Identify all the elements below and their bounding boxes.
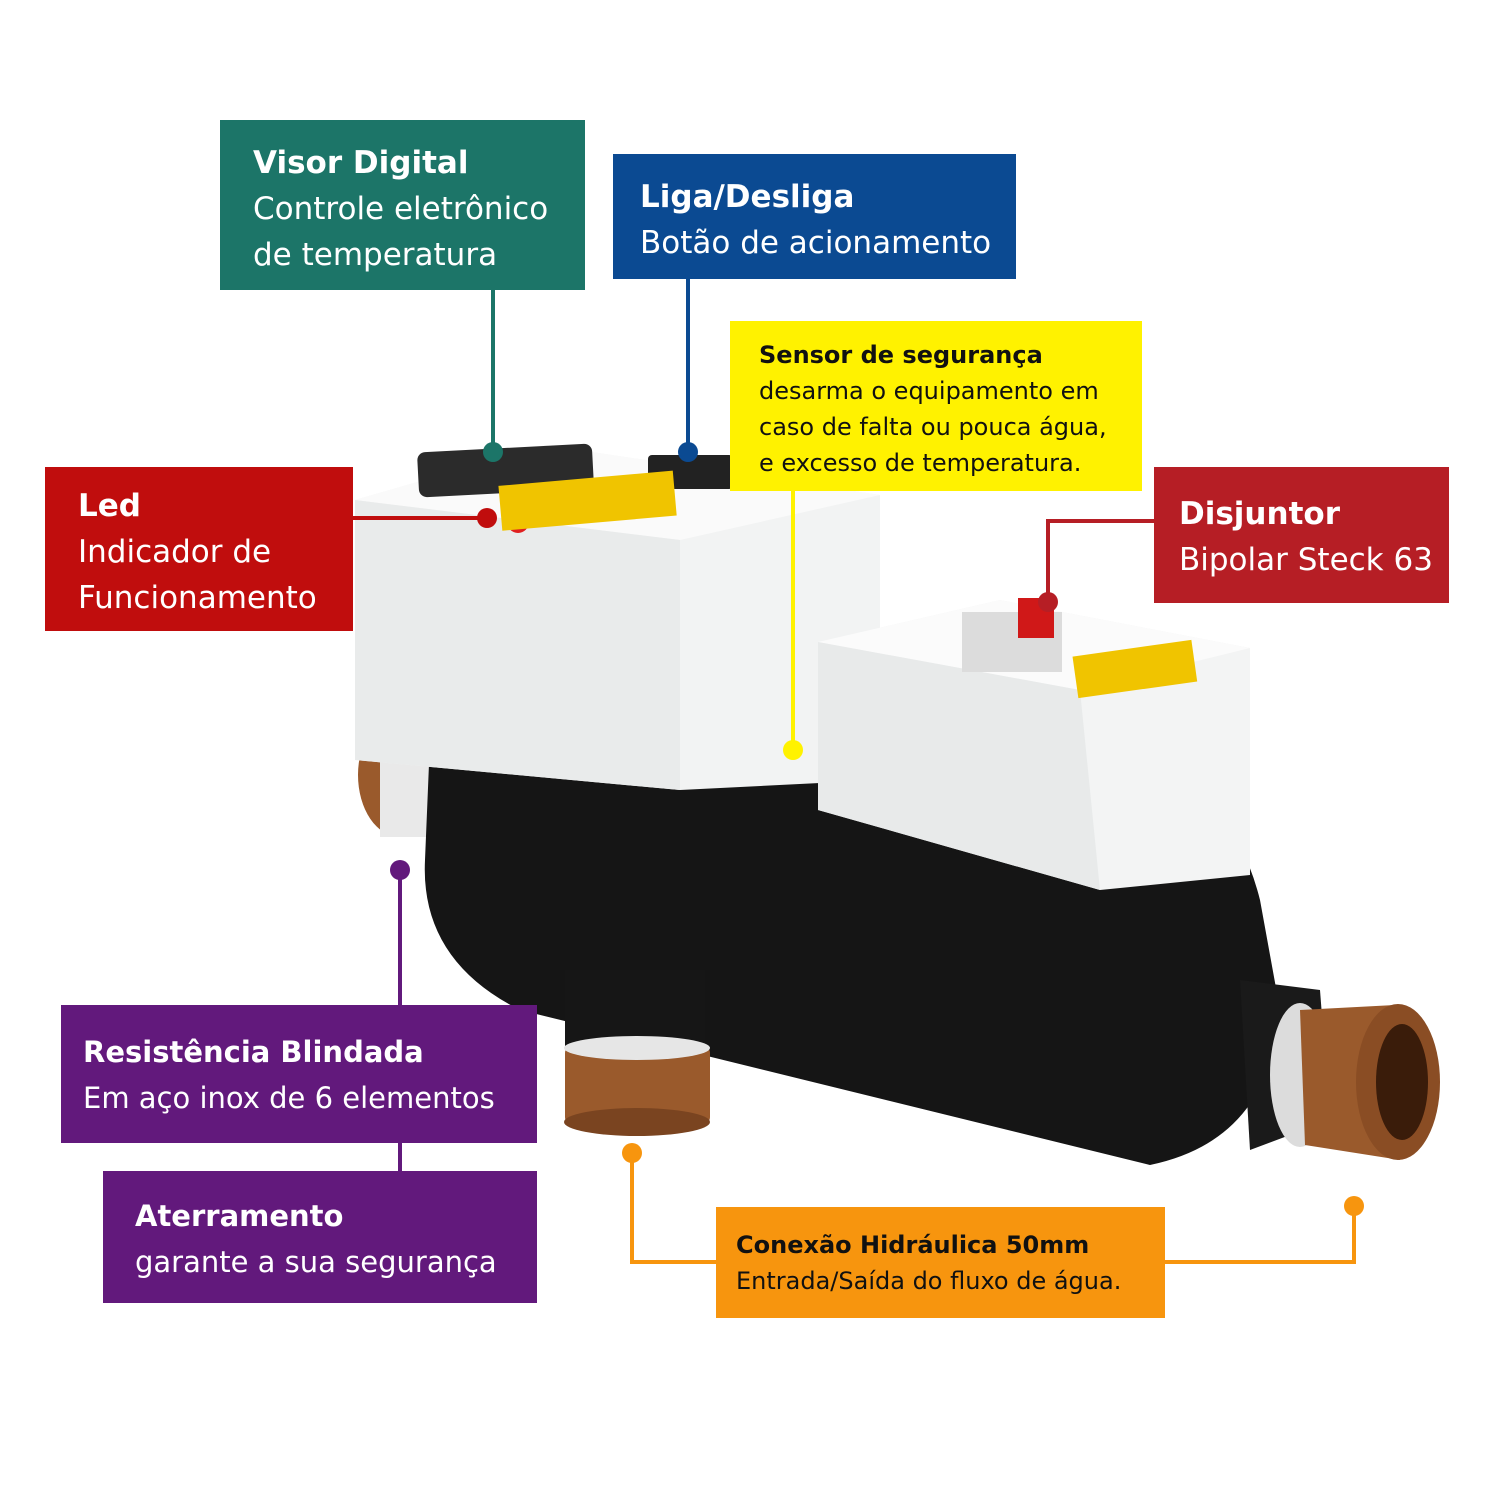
label-description: Em aço inox de 6 elementos (83, 1081, 495, 1115)
label-description: garante a sua segurança (135, 1245, 497, 1279)
breaker-box (818, 598, 1250, 890)
label-description: Indicador de Funcionamento (78, 534, 317, 616)
label-liga-desliga: Liga/Desliga Botão de acionamento (613, 154, 1016, 279)
label-description: Botão de acionamento (640, 225, 992, 261)
label-description: Bipolar Steck 63 (1179, 542, 1433, 578)
liga-leader (678, 279, 698, 462)
bottom-connector (564, 1036, 710, 1136)
right-outlet-connector (1270, 1003, 1440, 1160)
label-title: Sensor de segurança (759, 341, 1043, 369)
label-title: Led (78, 488, 141, 524)
label-conexao-hidraulica: Conexão Hidráulica 50mm Entrada/Saída do… (716, 1207, 1165, 1318)
label-title: Liga/Desliga (640, 179, 855, 215)
label-title: Visor Digital (253, 145, 469, 181)
control-box (355, 443, 880, 790)
label-visor-digital: Visor Digital Controle eletrônico de tem… (220, 120, 585, 290)
label-led: Led Indicador de Funcionamento (45, 467, 353, 631)
resistencia-leader (390, 860, 410, 1171)
led-leader (353, 508, 497, 528)
label-aterramento: Aterramento garante a sua segurança (103, 1171, 537, 1303)
label-title: Aterramento (135, 1199, 344, 1233)
visor-leader (483, 290, 503, 462)
label-sensor-seguranca: Sensor de segurança desarma o equipament… (730, 321, 1142, 491)
label-title: Conexão Hidráulica 50mm (736, 1231, 1090, 1259)
label-description: Controle eletrônico de temperatura (253, 191, 549, 273)
disjuntor-leader (1038, 519, 1154, 612)
label-description: desarma o equipamento em caso de falta o… (759, 377, 1107, 477)
label-description: Entrada/Saída do fluxo de água. (736, 1267, 1122, 1295)
conexao-leader (622, 1143, 1364, 1264)
label-resistencia-blindada: Resistência Blindada Em aço inox de 6 el… (61, 1005, 537, 1143)
sensor-leader (783, 491, 803, 760)
label-title: Resistência Blindada (83, 1035, 424, 1069)
label-title: Disjuntor (1179, 496, 1340, 532)
label-disjuntor: Disjuntor Bipolar Steck 63 (1154, 467, 1449, 603)
